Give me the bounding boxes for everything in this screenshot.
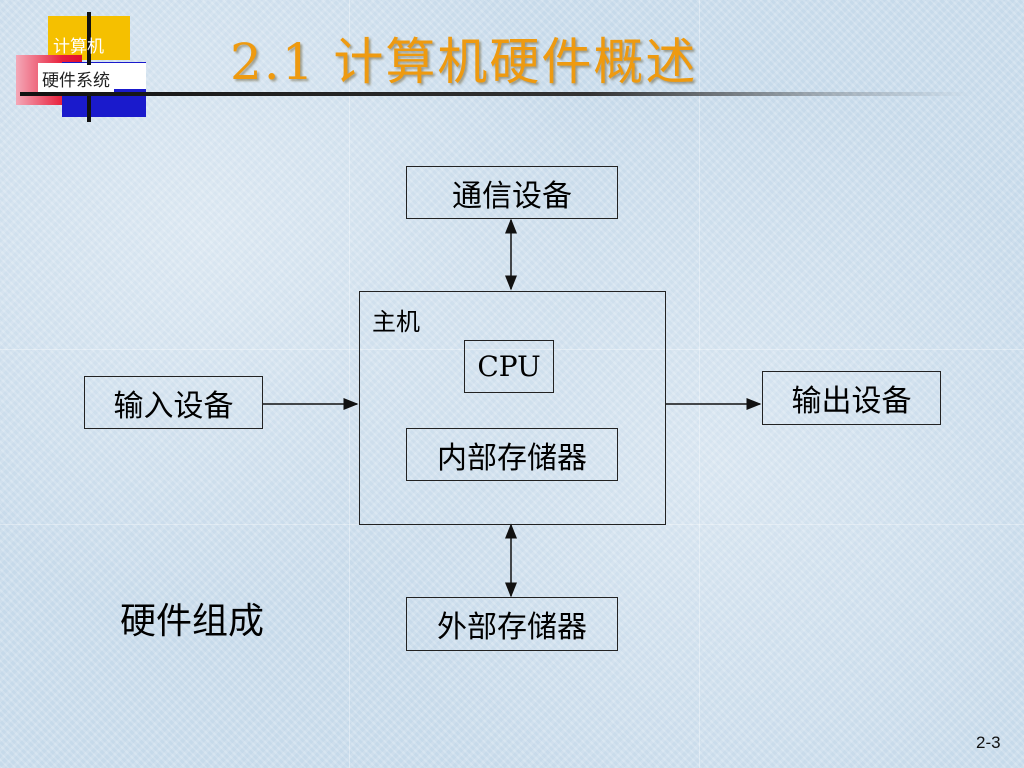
cpu-label: CPU [477, 350, 541, 383]
slide-title: 2.1 计算机硬件概述 [230, 33, 698, 91]
logo-label-top: 计算机 [53, 37, 104, 57]
communication-device-label: 通信设备 [452, 178, 572, 214]
external-memory-label: 外部存储器 [437, 610, 587, 645]
background-seam [349, 0, 350, 768]
internal-memory-label: 内部存储器 [437, 440, 587, 476]
output-device-box: 输出设备 [762, 371, 941, 425]
internal-memory-box: 内部存储器 [406, 428, 618, 481]
page-number: 2-3 [976, 733, 1001, 752]
input-device-box: 输入设备 [84, 376, 263, 429]
communication-device-box: 通信设备 [406, 166, 618, 219]
diagram-caption: 硬件组成 [120, 601, 265, 642]
slide-logo: 计算机 硬件系统 [0, 0, 970, 125]
cpu-box: CPU [464, 340, 554, 393]
input-device-label: 输入设备 [113, 388, 234, 424]
host-box [359, 291, 666, 525]
external-memory-box: 外部存储器 [406, 597, 618, 651]
background-seam [699, 0, 700, 768]
host-label: 主机 [372, 308, 420, 336]
title-underline-bar [20, 92, 970, 96]
logo-label-bottom: 硬件系统 [38, 65, 114, 92]
background-seam [0, 349, 1024, 350]
output-device-label: 输出设备 [791, 384, 912, 419]
